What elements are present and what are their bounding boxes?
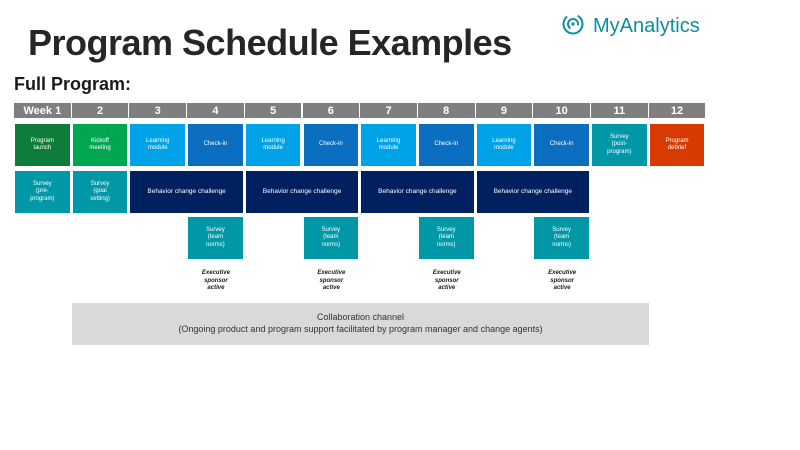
myanalytics-logo-icon: [561, 12, 585, 41]
week-header-cell: 9: [475, 103, 534, 118]
week-header-cell: 10: [533, 103, 591, 118]
week-header-cell: 2: [71, 103, 130, 118]
week-header-cell: 5: [244, 103, 303, 118]
activity-box: Check-in: [188, 124, 243, 166]
week-header-cell: 8: [417, 103, 476, 118]
week-header-cell: 11: [591, 103, 649, 118]
page-title: Program Schedule Examples: [28, 22, 512, 63]
collaboration-channel: Collaboration channel (Ongoing product a…: [72, 303, 649, 345]
week-header-cell: Week 1: [14, 103, 72, 118]
collaboration-title: Collaboration channel: [316, 312, 405, 323]
collaboration-description: (Ongoing product and program support fac…: [178, 324, 543, 334]
brand-name: MyAnalytics: [593, 14, 700, 37]
section-subtitle: Full Program:: [14, 74, 132, 94]
week-header-cell: 7: [360, 103, 418, 118]
behavior-change-challenge-box: Behavior change challenge: [476, 171, 589, 213]
activity-box: Check-in: [418, 124, 474, 166]
behavior-change-challenge-box: Behavior change challenge: [245, 171, 359, 213]
activity-box: Check-in: [303, 124, 359, 166]
behavior-change-challenge-box: Behavior change challenge: [130, 171, 243, 213]
activity-box: Survey(post-program): [592, 124, 647, 166]
brand-logo: MyAnalytics: [561, 12, 700, 40]
week-header-cell: 4: [187, 103, 245, 118]
behavior-change-challenge-box: Behavior change challenge: [361, 171, 474, 213]
activity-box: Check-in: [534, 124, 589, 166]
week-header-cell: 6: [302, 103, 361, 118]
week-header-cell: 3: [129, 103, 188, 118]
survey-pre-program-box: Survey(pre-program): [15, 171, 70, 213]
week-header-cell: 12: [648, 103, 707, 118]
